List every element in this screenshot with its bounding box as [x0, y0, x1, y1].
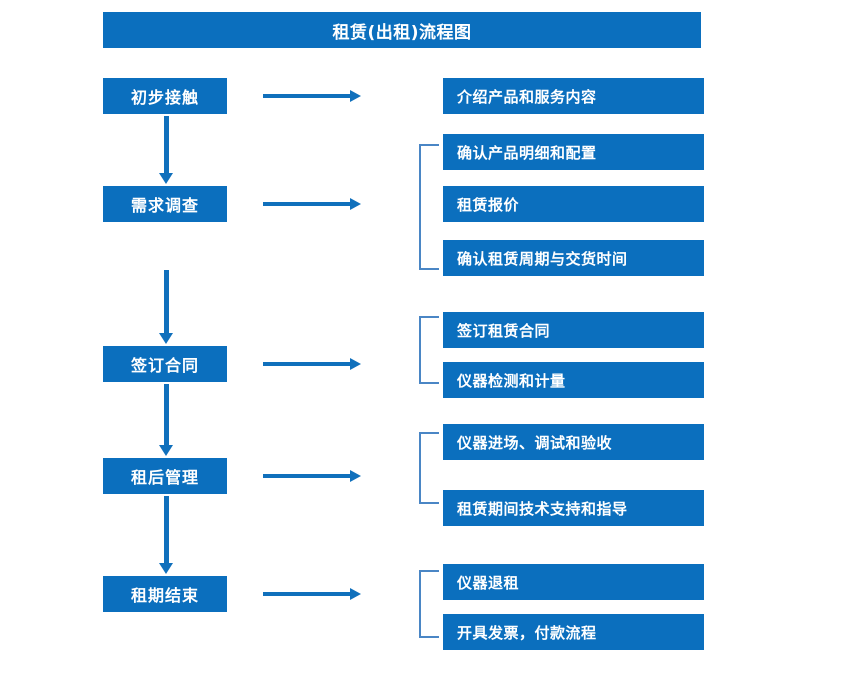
detail-arrow-right-5	[263, 587, 361, 601]
arrow-head-icon	[350, 470, 361, 482]
detail-box-4[interactable]: 确认租赁周期与交货时间	[443, 240, 704, 276]
detail-box-8[interactable]: 租赁期间技术支持和指导	[443, 490, 704, 526]
detail-box-9[interactable]: 仪器退租	[443, 564, 704, 600]
flow-arrow-down-3	[159, 384, 173, 456]
detail-box-1[interactable]: 介绍产品和服务内容	[443, 78, 704, 114]
detail-box-5[interactable]: 签订租赁合同	[443, 312, 704, 348]
detail-box-3[interactable]: 租赁报价	[443, 186, 704, 222]
stage-box-5[interactable]: 租期结束	[103, 576, 227, 612]
stage-box-4[interactable]: 租后管理	[103, 458, 227, 494]
flow-arrow-down-1	[159, 116, 173, 184]
arrow-shaft	[164, 384, 169, 445]
detail-box-6[interactable]: 仪器检测和计量	[443, 362, 704, 398]
arrow-head-icon	[159, 173, 173, 184]
arrow-head-icon	[159, 563, 173, 574]
flow-arrow-down-4	[159, 496, 173, 574]
detail-arrow-right-1	[263, 89, 361, 103]
arrow-head-icon	[159, 333, 173, 344]
arrow-shaft	[164, 116, 169, 173]
arrow-head-icon	[350, 358, 361, 370]
arrow-shaft	[263, 362, 351, 366]
arrow-shaft	[164, 496, 169, 563]
arrow-shaft	[263, 474, 351, 478]
arrow-shaft	[263, 202, 351, 206]
detail-box-2[interactable]: 确认产品明细和配置	[443, 134, 704, 170]
detail-arrow-right-2	[263, 197, 361, 211]
arrow-shaft	[263, 94, 351, 98]
arrow-head-icon	[350, 588, 361, 600]
stage-box-3[interactable]: 签订合同	[103, 346, 227, 382]
detail-box-7[interactable]: 仪器进场、调试和验收	[443, 424, 704, 460]
stage-box-2[interactable]: 需求调查	[103, 186, 227, 222]
detail-arrow-right-3	[263, 357, 361, 371]
arrow-shaft	[263, 592, 351, 596]
detail-arrow-right-4	[263, 469, 361, 483]
bracket-group-4	[419, 432, 439, 504]
arrow-head-icon	[350, 198, 361, 210]
arrow-shaft	[164, 270, 169, 333]
bracket-group-2	[419, 144, 439, 270]
page-title: 租赁(出租)流程图	[103, 12, 701, 48]
bracket-group-5	[419, 570, 439, 638]
arrow-head-icon	[159, 445, 173, 456]
stage-box-1[interactable]: 初步接触	[103, 78, 227, 114]
bracket-group-3	[419, 316, 439, 384]
arrow-head-icon	[350, 90, 361, 102]
flow-arrow-down-2	[159, 270, 173, 344]
detail-box-10[interactable]: 开具发票，付款流程	[443, 614, 704, 650]
